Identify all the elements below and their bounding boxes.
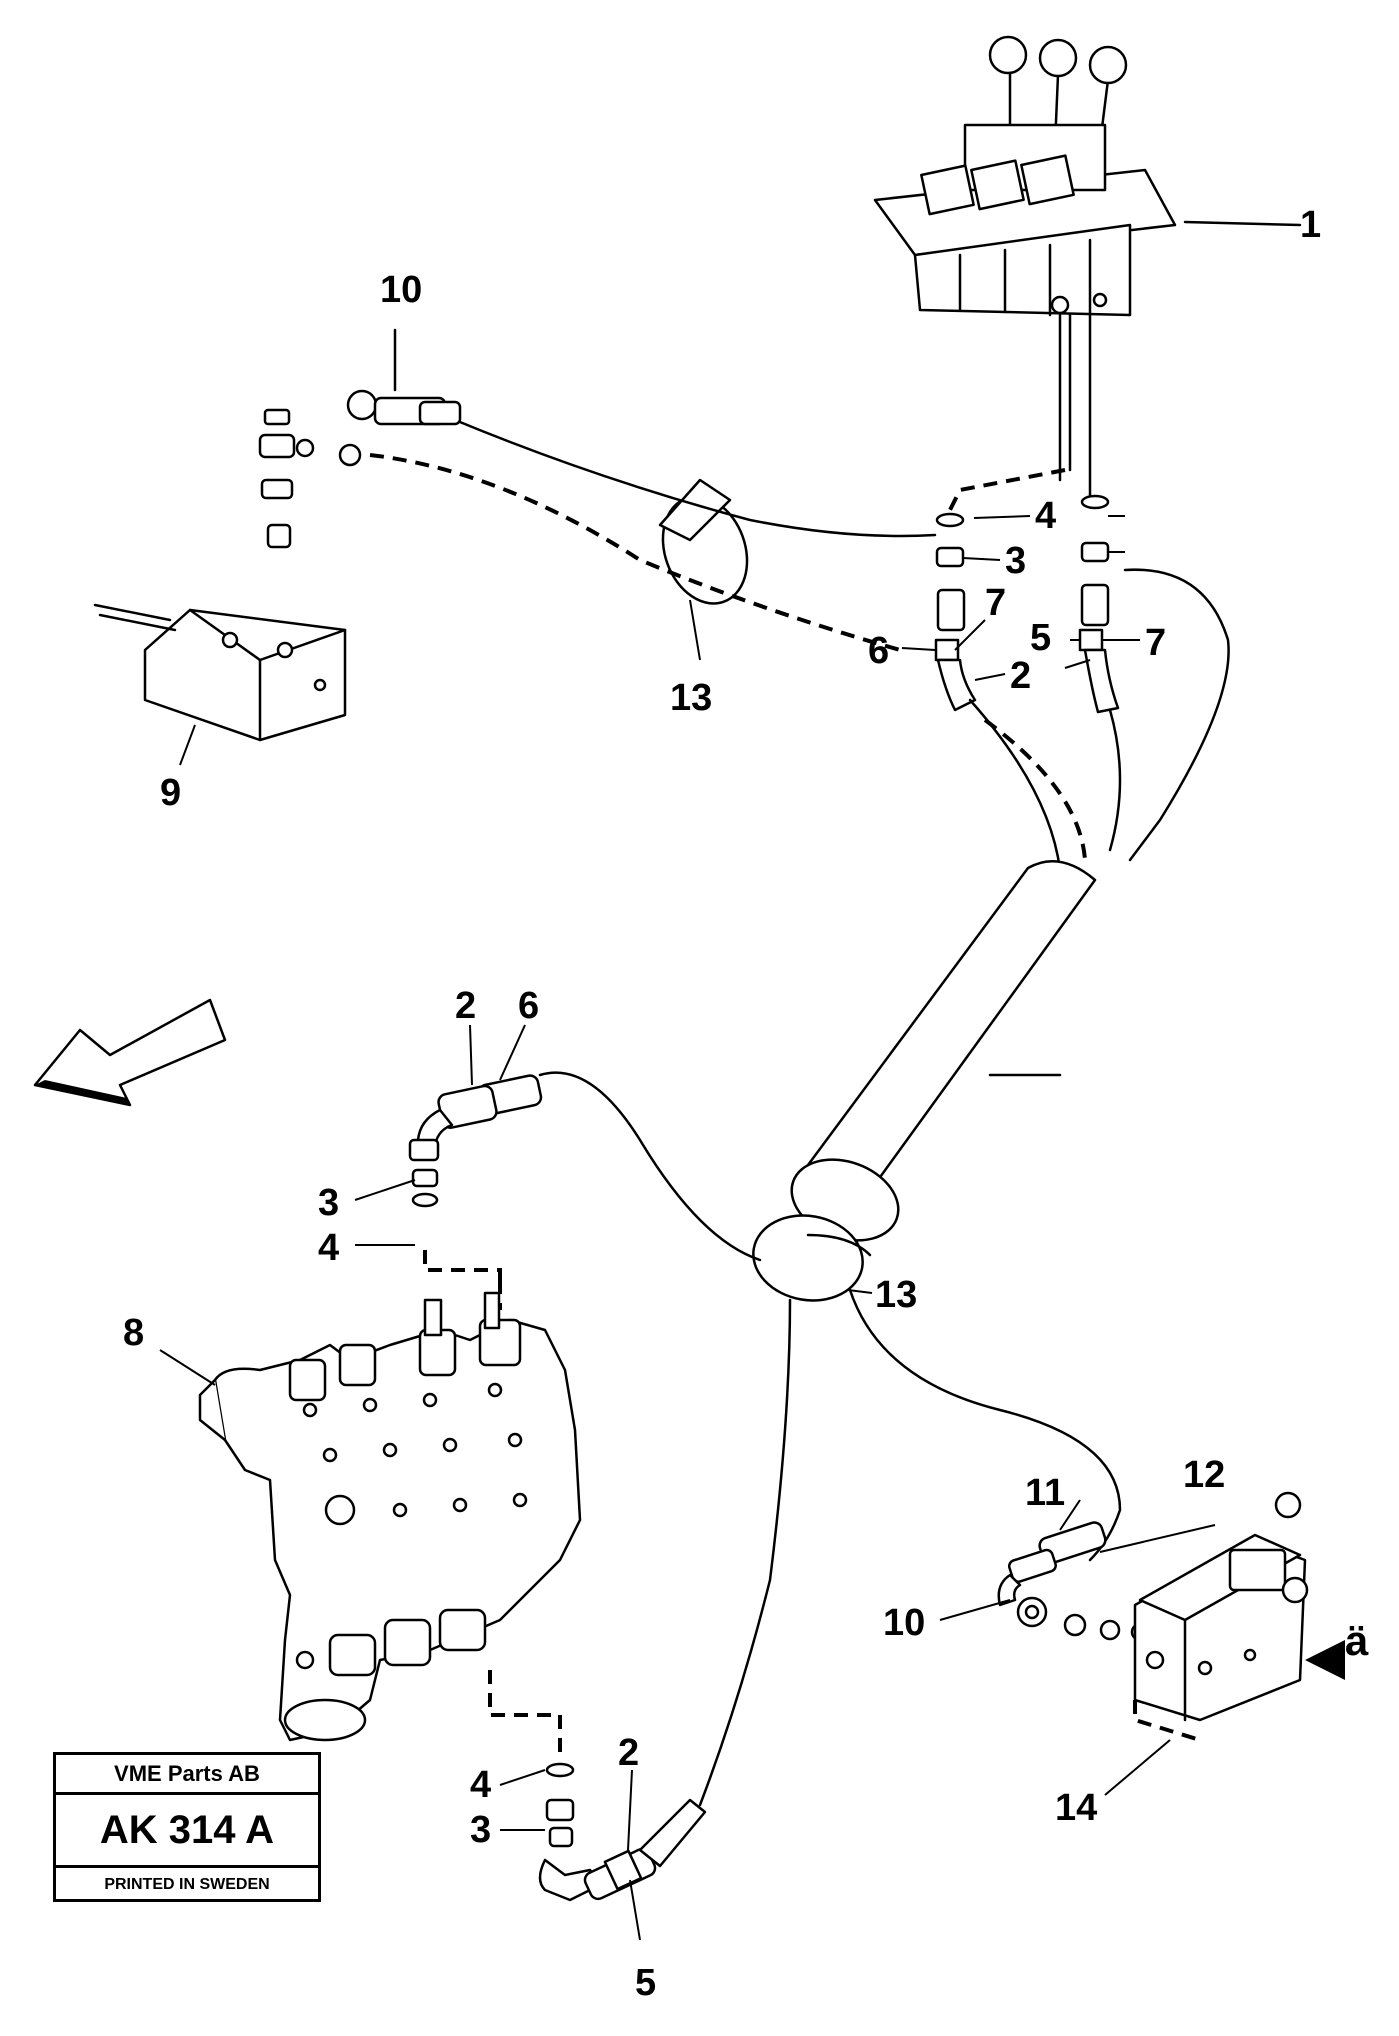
callout-11: 11 bbox=[1025, 1472, 1065, 1514]
hose-end-fittings-lower-right bbox=[997, 1499, 1150, 1642]
leader-lines bbox=[354, 515, 1216, 1851]
valve-block-9 bbox=[93, 408, 362, 766]
direction-mark-label: ä bbox=[1345, 1617, 1369, 1664]
callout-14: 14 bbox=[1055, 1787, 1097, 1829]
callout-2-lower: 2 bbox=[618, 1732, 639, 1774]
upper-fittings-left bbox=[934, 512, 977, 712]
hose-sleeve-to-valve-14 bbox=[848, 1288, 1122, 1562]
callout-13-lower: 13 bbox=[875, 1274, 917, 1316]
title-company: VME Parts AB bbox=[56, 1755, 318, 1795]
upper-fittings-right bbox=[1078, 494, 1120, 714]
callout-7-upper-left: 7 bbox=[985, 582, 1006, 624]
callout-6-upper: 6 bbox=[868, 630, 889, 672]
main-control-valve-8 bbox=[159, 1280, 582, 1742]
callout-10-upper: 10 bbox=[380, 269, 422, 311]
callout-12: 12 bbox=[1183, 1454, 1225, 1496]
lower-centre-fittings bbox=[488, 1298, 792, 1941]
hose-break-upper-left bbox=[948, 468, 1066, 511]
servo-valve-control-levers bbox=[873, 35, 1302, 502]
callout-1: 1 bbox=[1300, 204, 1321, 246]
callout-3-lower-left: 3 bbox=[318, 1182, 339, 1224]
hose-clip-upper bbox=[658, 478, 749, 661]
hose-upper-long bbox=[453, 418, 937, 538]
callout-10-lower: 10 bbox=[883, 1602, 925, 1644]
callout-labels: 1 10 4 3 7 5 7 6 2 13 9 2 6 3 4 13 8 11 … bbox=[123, 204, 1369, 2004]
callout-4-lower-left: 4 bbox=[318, 1227, 339, 1269]
title-footer: PRINTED IN SWEDEN bbox=[104, 1876, 270, 1893]
protective-sleeve bbox=[752, 860, 1097, 1302]
valve-bolt-holes bbox=[302, 1382, 528, 1526]
callout-7-upper-right: 7 bbox=[1145, 622, 1166, 664]
callout-4-lower: 4 bbox=[470, 1764, 491, 1806]
title-block: VME Parts AB AK 314 A PRINTED IN SWEDEN bbox=[53, 1752, 321, 1902]
callout-3-lower: 3 bbox=[470, 1809, 491, 1851]
callout-3-upper: 3 bbox=[1005, 540, 1026, 582]
lower-left-fittings bbox=[408, 1071, 762, 1290]
callout-5-lower: 5 bbox=[635, 1962, 656, 2004]
hose-end-fitting-10-upper bbox=[346, 328, 462, 426]
callout-2-lower-left: 2 bbox=[455, 985, 476, 1027]
callout-9: 9 bbox=[160, 772, 181, 814]
callout-2-upper: 2 bbox=[1010, 655, 1031, 697]
valve-block-14 bbox=[1104, 1491, 1309, 1796]
direction-arrow-right bbox=[1305, 1640, 1345, 1680]
hose-upper-long-dashed bbox=[369, 453, 901, 652]
callout-4-upper: 4 bbox=[1035, 495, 1056, 537]
callout-8: 8 bbox=[123, 1312, 144, 1354]
callout-13-upper: 13 bbox=[670, 677, 712, 719]
hose-bundle-to-sleeve bbox=[968, 568, 1230, 872]
callout-6-lower-left: 6 bbox=[518, 985, 539, 1027]
callout-5-upper: 5 bbox=[1030, 617, 1051, 659]
title-code: AK 314 A bbox=[56, 1795, 318, 1868]
